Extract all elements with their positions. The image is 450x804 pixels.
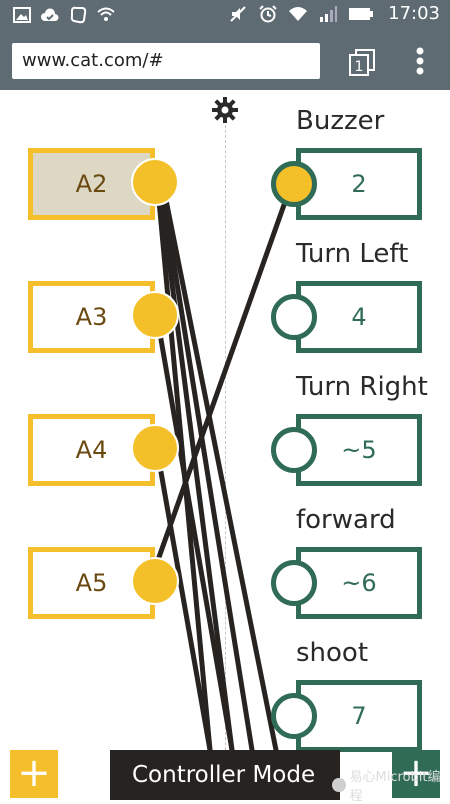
browser-toolbar: www.cat.com/# 1 xyxy=(0,30,450,90)
output-label-turn-right: Turn Right xyxy=(296,372,428,402)
add-input-button[interactable]: + xyxy=(10,750,58,798)
mute-icon xyxy=(230,5,246,22)
input-connector-a3[interactable] xyxy=(131,291,179,339)
settings-button[interactable] xyxy=(211,96,239,124)
shape-notification-icon xyxy=(70,6,87,24)
overflow-menu-button[interactable] xyxy=(414,46,426,76)
output-label-buzzer: Buzzer xyxy=(296,106,385,136)
output-connector-buzzer[interactable] xyxy=(271,161,317,207)
address-bar[interactable]: www.cat.com/# xyxy=(12,43,320,79)
wire-a4 xyxy=(155,452,213,753)
output-connector-forward[interactable] xyxy=(271,560,317,606)
watermark-text: 易心Microbit编程 xyxy=(349,770,441,804)
more-vertical-icon xyxy=(416,47,424,75)
input-connector-a5[interactable] xyxy=(131,557,179,605)
alarm-icon xyxy=(259,4,277,22)
output-connector-turn-left[interactable] xyxy=(271,294,317,340)
battery-icon xyxy=(349,7,374,20)
output-label-forward: forward xyxy=(296,505,396,535)
wifi-icon xyxy=(289,6,308,21)
wire-a5-buzzer xyxy=(155,185,293,563)
wire-a3 xyxy=(155,319,235,753)
signal-icon xyxy=(320,5,338,22)
center-divider xyxy=(225,120,226,750)
controller-mode-button[interactable]: Controller Mode xyxy=(110,750,340,800)
controller-canvas: A2 A3 A4 A5 Buzzer Turn Left Turn Right … xyxy=(0,90,450,804)
wire-a2-3 xyxy=(159,187,255,753)
output-connector-turn-right[interactable] xyxy=(271,427,317,473)
wifi-question-icon xyxy=(97,7,115,21)
status-time: 17:03 xyxy=(388,3,440,24)
wire-a2-1 xyxy=(155,187,213,753)
image-notification-icon xyxy=(13,7,31,23)
output-pin-forward[interactable]: ~6 xyxy=(296,547,422,619)
output-connector-shoot[interactable] xyxy=(271,693,317,739)
wire-a2-2 xyxy=(157,187,235,753)
output-pin-shoot[interactable]: 7 xyxy=(296,680,422,752)
output-label-turn-left: Turn Left xyxy=(296,239,409,269)
output-pin-buzzer[interactable]: 2 xyxy=(296,148,422,220)
gear-icon xyxy=(212,97,238,123)
output-label-shoot: shoot xyxy=(296,638,369,668)
watermark: 易心Microbit编程 xyxy=(332,766,450,804)
input-connector-a2[interactable] xyxy=(131,158,179,206)
tabs-button[interactable]: 1 xyxy=(348,48,376,76)
add-output-button[interactable]: + xyxy=(392,750,440,798)
status-bar: 17:03 xyxy=(0,0,450,30)
input-connector-a4[interactable] xyxy=(131,424,179,472)
watermark-logo-icon xyxy=(332,778,346,792)
tabs-icon: 1 xyxy=(349,49,375,76)
wire-a2-4 xyxy=(161,187,279,753)
tab-count: 1 xyxy=(355,59,364,75)
cloud-check-icon xyxy=(41,8,59,21)
output-pin-turn-left[interactable]: 4 xyxy=(296,281,422,353)
